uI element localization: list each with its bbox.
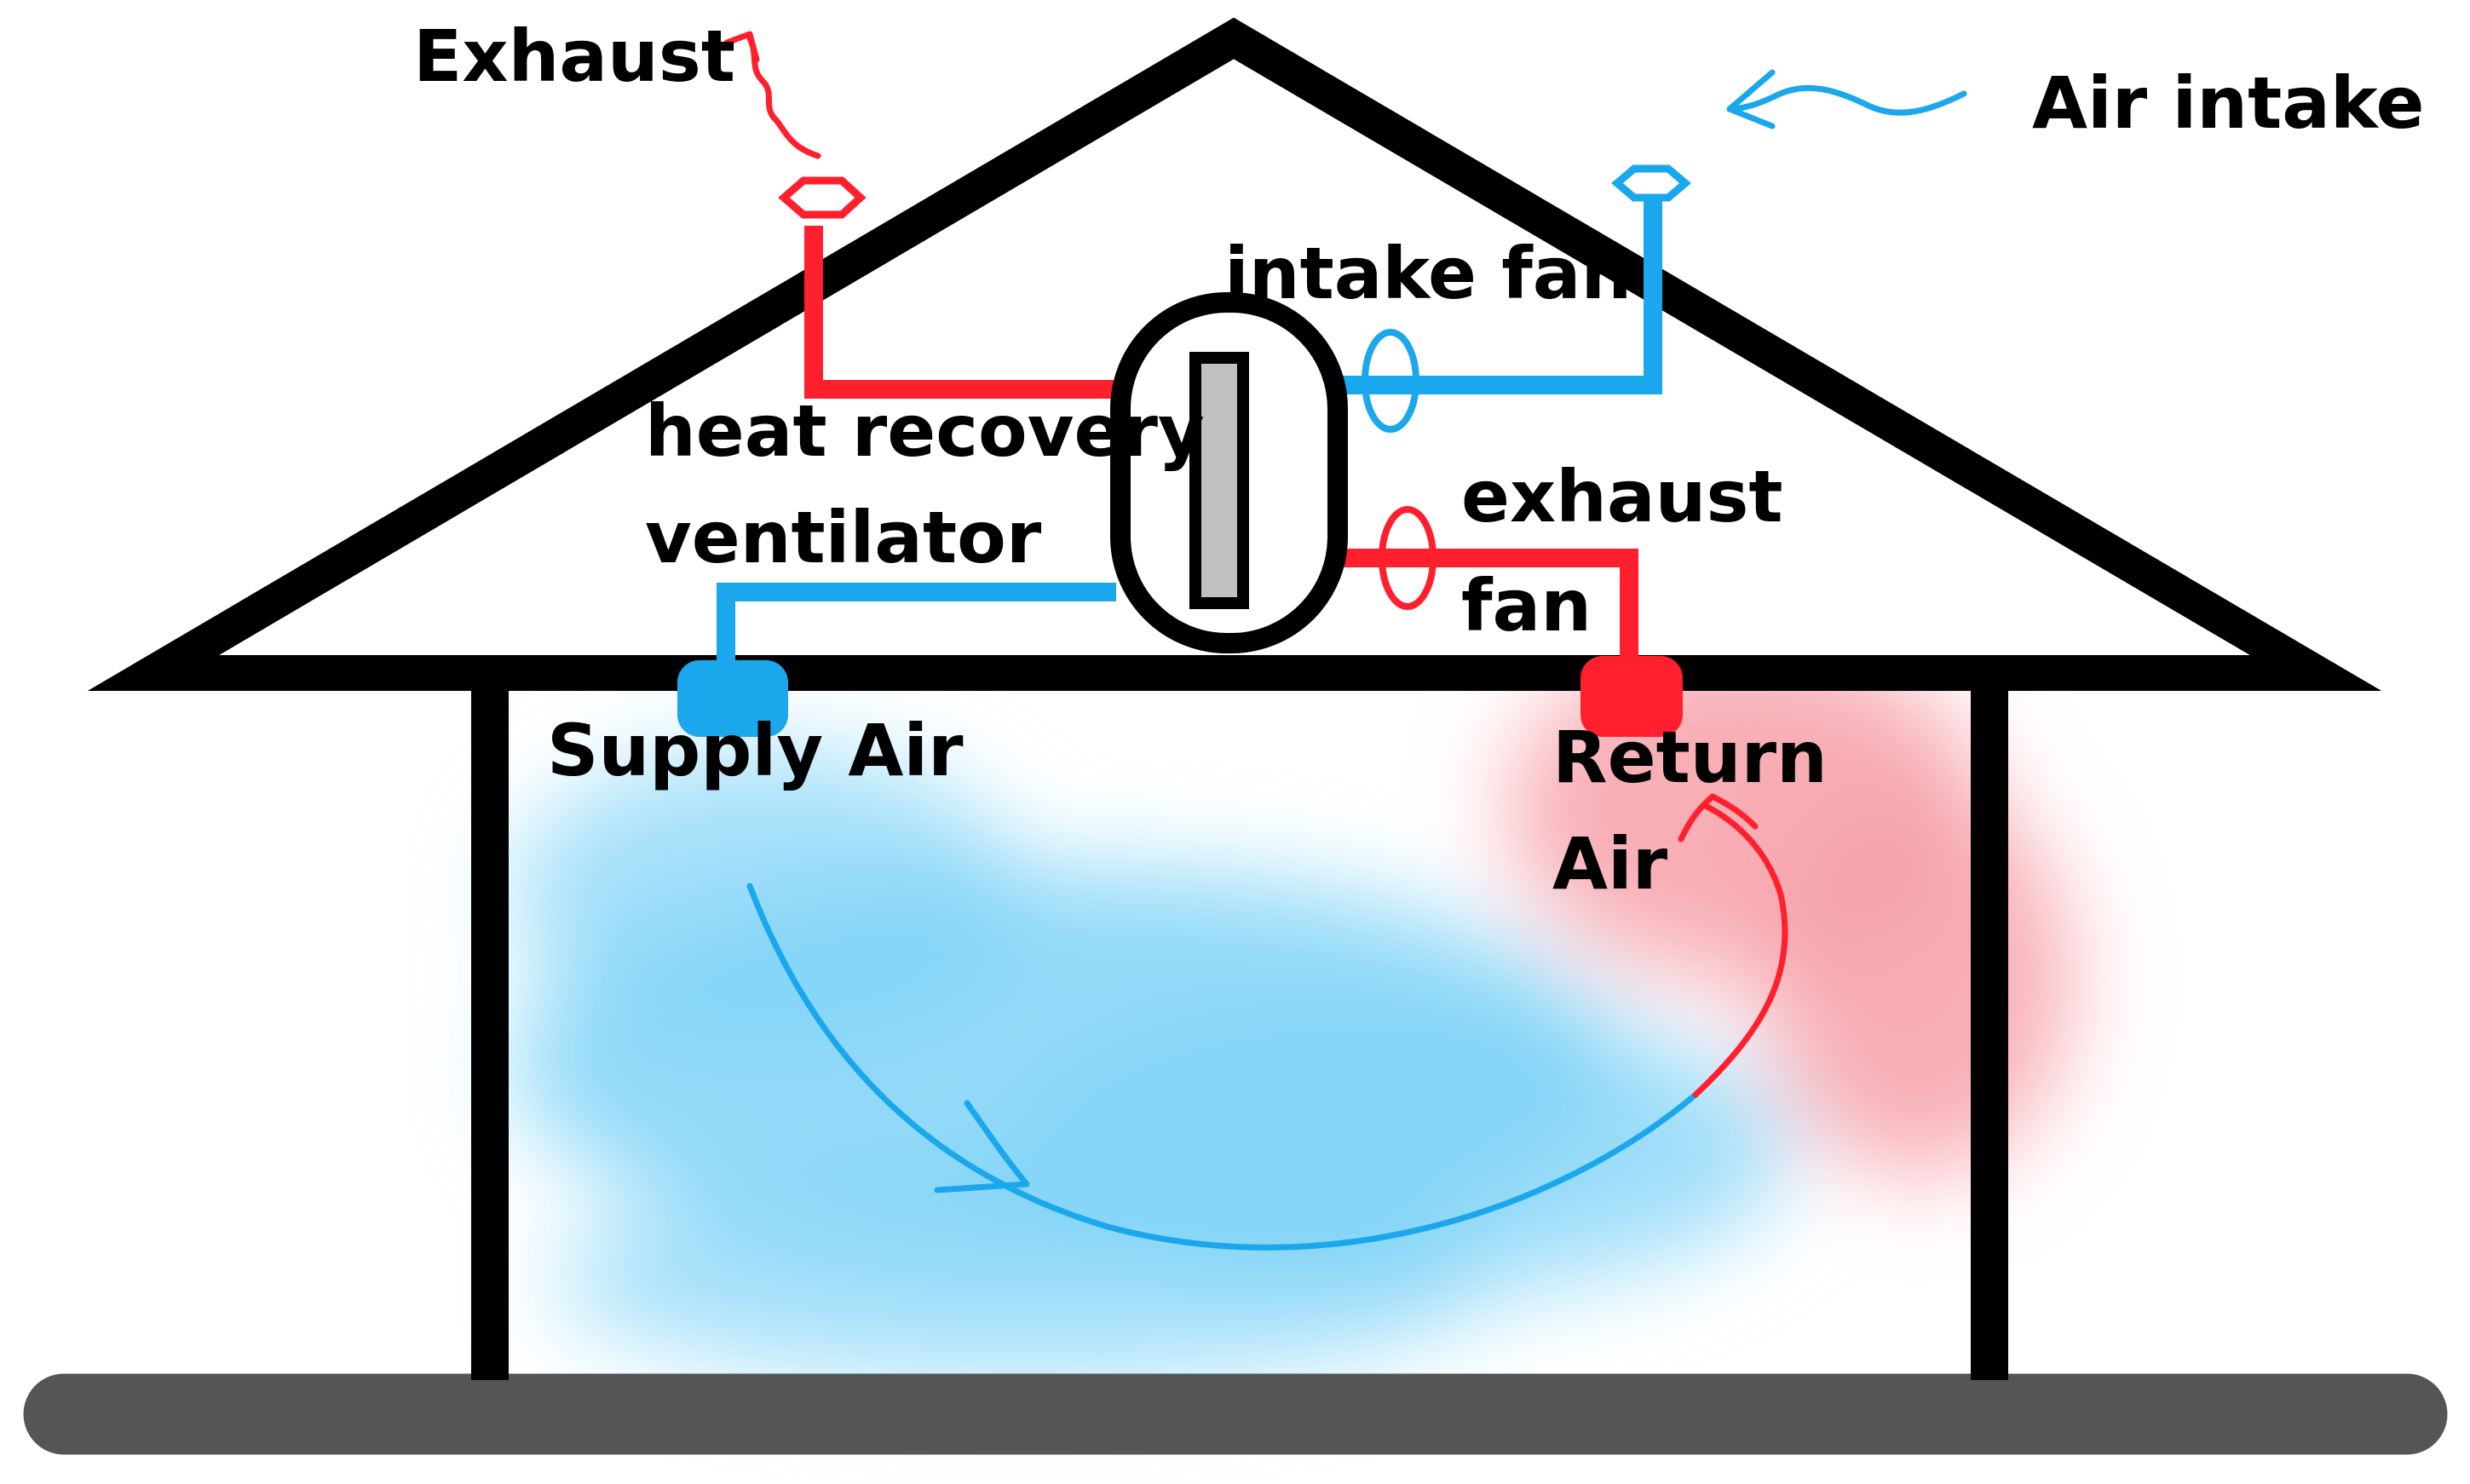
- exhaust-fan-icon: [1379, 506, 1437, 610]
- intake-fan-icon: [1362, 329, 1419, 433]
- hrv-core: [1189, 352, 1249, 609]
- interior-airflow-arrow: [746, 793, 1788, 1251]
- air-intake-label: Air intake: [2032, 61, 2424, 145]
- return-air-label: Return: [1552, 716, 1828, 799]
- exhaust-label: Exhaust: [413, 14, 735, 98]
- return-air-label-line2: Air: [1552, 822, 1668, 906]
- house-walls: [471, 660, 2008, 1380]
- exhaust-flow-arrow: [723, 31, 821, 159]
- exhaust-fan-label: exhaust: [1461, 455, 1783, 538]
- warm-air-cloud: [1764, 784, 2070, 1176]
- supply-air-register: [677, 660, 788, 737]
- supply-air-label: Supply Air: [547, 709, 964, 792]
- cold-air-cloud: [511, 750, 1022, 1039]
- ventilator-label: ventilator: [645, 496, 1042, 579]
- intake-vent-icon: [1611, 164, 1691, 202]
- heat-recovery-label: heat recovery: [645, 389, 1205, 473]
- exhaust-duct: [804, 226, 1120, 399]
- intake-duct: [1338, 196, 1662, 394]
- return-air-register: [1580, 656, 1683, 737]
- intake-fan-label: intake fan: [1224, 232, 1632, 315]
- intake-flow-arrow: [1726, 69, 1967, 129]
- exhaust-fan-label-line2: fan: [1461, 564, 1592, 647]
- cold-air-cloud: [554, 1176, 1491, 1380]
- exhaust-vent-icon: [778, 176, 867, 219]
